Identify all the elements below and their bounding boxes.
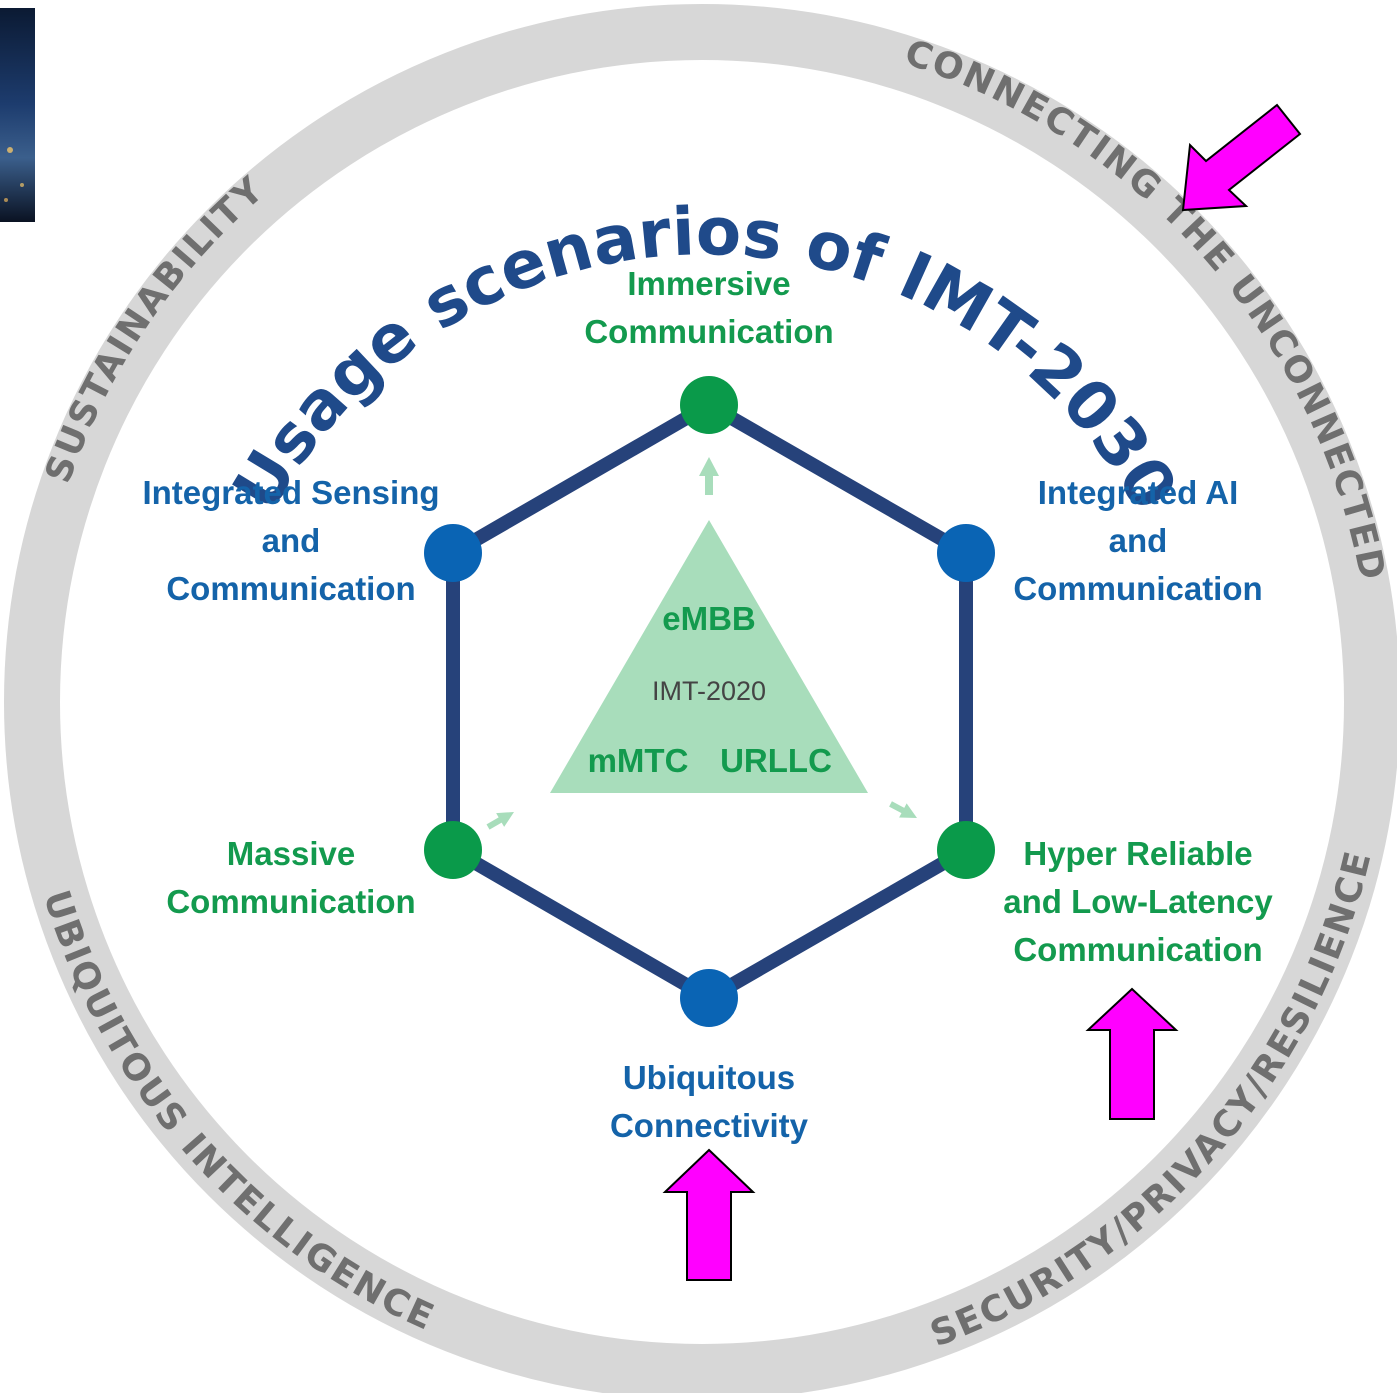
center-label-urllc: URLLC — [720, 742, 832, 779]
annotation-arrow-icon — [1085, 987, 1179, 1120]
scenario-line: Integrated Sensing — [142, 474, 439, 511]
imt-2020-triangle — [550, 520, 868, 793]
center-label-mmtc: mMTC — [588, 742, 689, 779]
label-ubiquitous-connectivity: Ubiquitous Connectivity — [610, 1059, 809, 1144]
triangle-arrows — [486, 457, 917, 830]
center-label-imt-2020: IMT-2020 — [652, 676, 766, 706]
node-immersive — [680, 376, 738, 434]
node-integrated-ai — [937, 524, 995, 582]
scenario-line: and — [1109, 522, 1168, 559]
scenario-line: and — [262, 522, 321, 559]
scenario-line: Communication — [584, 313, 833, 350]
scenario-line: Communication — [1013, 931, 1262, 968]
scenario-line: Immersive — [627, 265, 790, 302]
scenario-line: and Low-Latency — [1003, 883, 1273, 920]
scenario-line: Integrated AI — [1038, 474, 1238, 511]
scenario-line: Connectivity — [610, 1107, 809, 1144]
label-immersive-communication: Immersive Communication — [584, 265, 833, 350]
annotation-arrow-icon — [1181, 103, 1302, 212]
label-massive-communication: Massive Communication — [166, 835, 415, 920]
node-massive — [424, 821, 482, 879]
scenario-line: Communication — [1013, 570, 1262, 607]
arrow-down-right-icon — [889, 801, 917, 818]
scenario-line: Hyper Reliable — [1023, 835, 1252, 872]
node-ubiquitous — [680, 969, 738, 1027]
label-hyper-reliable: Hyper Reliable and Low-Latency Communica… — [1003, 835, 1273, 968]
outer-ring — [4, 4, 1397, 1393]
scenario-line: Communication — [166, 570, 415, 607]
arrow-down-left-icon — [486, 812, 514, 830]
background-photo-fragment — [0, 8, 35, 222]
arrow-up-icon — [699, 457, 719, 495]
ring-label-sustainability: SUSTAINABILITY — [38, 168, 273, 488]
center-label-embb: eMBB — [662, 600, 756, 637]
node-hyper-reliable — [937, 821, 995, 879]
scenario-line: Massive — [227, 835, 355, 872]
annotation-arrow-icon — [662, 1148, 756, 1281]
scenario-line: Ubiquitous — [623, 1059, 795, 1096]
label-integrated-sensing: Integrated Sensing and Communication — [142, 474, 439, 607]
node-integrated-sensing — [424, 524, 482, 582]
label-integrated-ai: Integrated AI and Communication — [1013, 474, 1262, 607]
scenario-line: Communication — [166, 883, 415, 920]
